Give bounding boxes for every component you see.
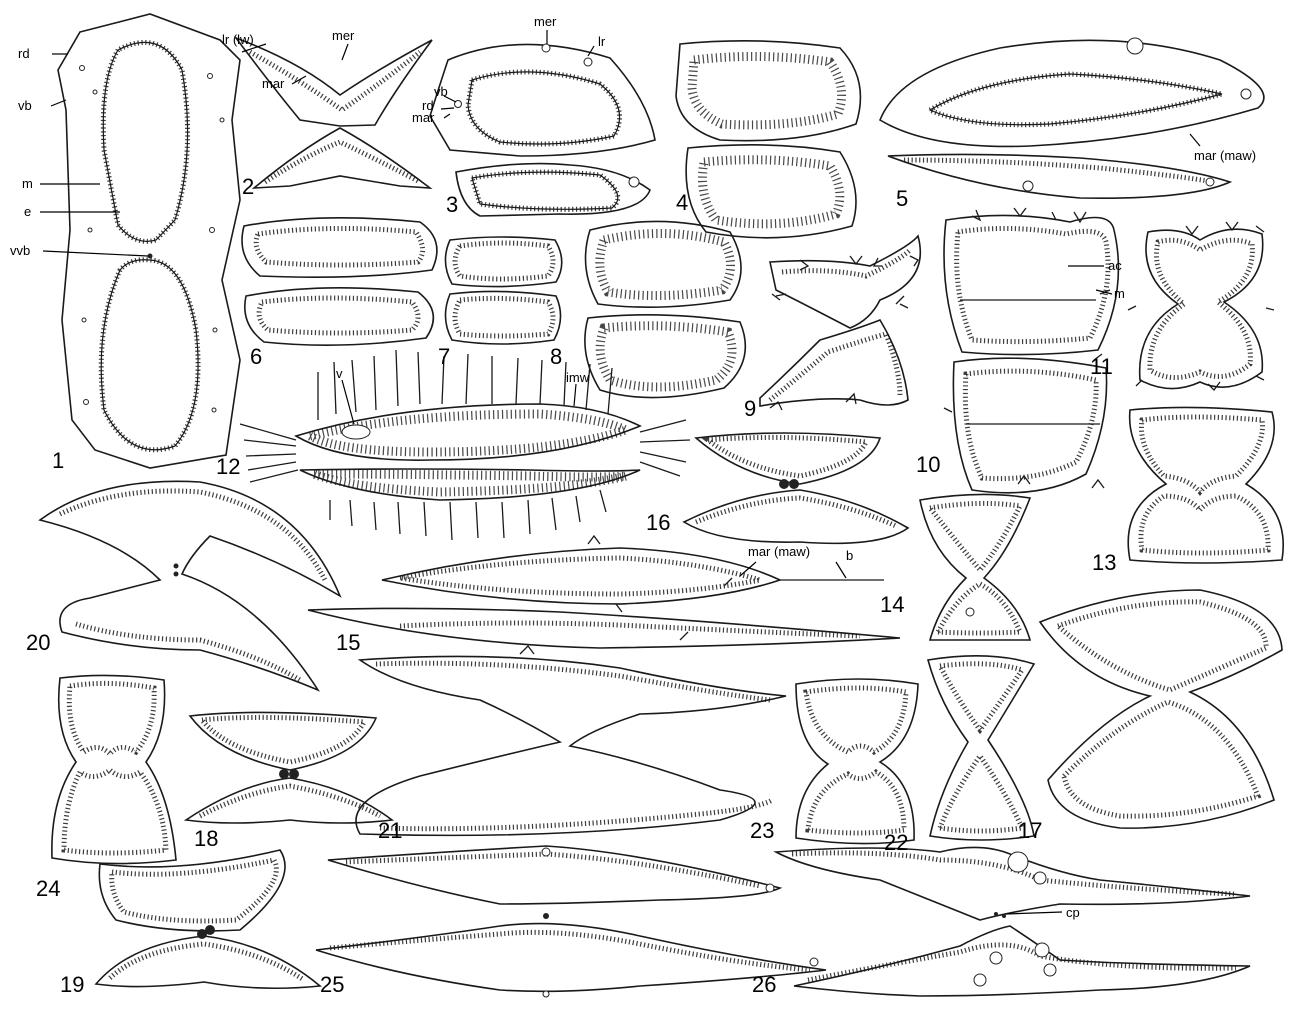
figure-number-26: 26 xyxy=(752,972,776,997)
figure-number-4: 4 xyxy=(676,190,688,215)
label-cp: cp xyxy=(1066,905,1080,920)
figure-11-section xyxy=(1128,222,1274,390)
figure-9-section xyxy=(760,236,920,410)
label-lr-lw: lr (lw) xyxy=(222,32,254,47)
figure-number-6: 6 xyxy=(250,344,262,369)
figure-number-7: 7 xyxy=(438,344,450,369)
figure-6-section xyxy=(242,218,437,345)
figure-1-section xyxy=(58,14,240,468)
figure-number-18: 18 xyxy=(194,826,218,851)
figure-8-section xyxy=(585,221,745,397)
figure-number-3: 3 xyxy=(446,192,458,217)
figure-number-14: 14 xyxy=(880,592,904,617)
label-ac: ac xyxy=(1108,258,1122,273)
figure-13-section xyxy=(1128,407,1283,563)
label-mar-maw-5: mar (maw) xyxy=(1194,148,1256,163)
figure-number-10: 10 xyxy=(916,452,940,477)
figure-10-section xyxy=(944,208,1118,493)
figure-26-section xyxy=(776,847,1250,996)
label-vb-3: vb xyxy=(434,84,448,99)
label-imw: imw xyxy=(566,370,590,385)
label-vvb: vvb xyxy=(10,243,30,258)
figure-22-section xyxy=(928,656,1034,840)
label-mer-2: mer xyxy=(332,28,355,43)
label-e: e xyxy=(24,204,31,219)
label-mar-maw-15: mar (maw) xyxy=(748,544,810,559)
label-rd: rd xyxy=(18,46,30,61)
figure-16-section xyxy=(684,433,908,543)
figure-number-1: 1 xyxy=(52,448,64,473)
figure-17-section xyxy=(1040,590,1282,828)
figure-7-section xyxy=(445,237,561,344)
figure-5-section xyxy=(880,38,1264,198)
figure-19-section xyxy=(96,850,320,988)
label-b: b xyxy=(846,548,853,563)
figure-number-22: 22 xyxy=(884,830,908,855)
label-v: v xyxy=(336,366,343,381)
label-mar-3: mar xyxy=(412,110,435,125)
figure-14-section xyxy=(920,494,1030,640)
figure-number-11: 11 xyxy=(1090,354,1113,379)
figure-20-section xyxy=(40,481,340,690)
figure-number-17: 17 xyxy=(1018,818,1042,843)
figure-number-9: 9 xyxy=(744,396,756,421)
figure-number-12: 12 xyxy=(216,454,240,479)
label-lr-3: lr xyxy=(598,34,606,49)
label-m-10: m xyxy=(1114,286,1125,301)
label-vb: vb xyxy=(18,98,32,113)
figure-number-23: 23 xyxy=(750,818,774,843)
figure-number-5: 5 xyxy=(896,186,908,211)
figure-24-section xyxy=(52,675,176,863)
figure-number-25: 25 xyxy=(320,972,344,997)
figure-23-section xyxy=(796,679,918,844)
label-mar-2: mar xyxy=(262,76,285,91)
figure-number-13: 13 xyxy=(1092,550,1116,575)
figure-2-section xyxy=(236,38,432,188)
figure-4-section xyxy=(676,41,860,238)
figure-number-16: 16 xyxy=(646,510,670,535)
label-mer-3: mer xyxy=(534,14,557,29)
figure-12-section xyxy=(240,350,690,540)
figure-3-section xyxy=(430,44,655,216)
figure-number-19: 19 xyxy=(60,972,84,997)
figure-number-8: 8 xyxy=(550,344,562,369)
figure-number-15: 15 xyxy=(336,630,360,655)
figure-number-21: 21 xyxy=(378,818,402,843)
figure-21-section xyxy=(356,656,786,835)
figure-number-20: 20 xyxy=(26,630,50,655)
figure-15-section xyxy=(308,536,900,654)
figure-25-section xyxy=(316,846,826,997)
figure-number-2: 2 xyxy=(242,174,254,199)
label-m: m xyxy=(22,176,33,191)
figure-number-24: 24 xyxy=(36,876,60,901)
